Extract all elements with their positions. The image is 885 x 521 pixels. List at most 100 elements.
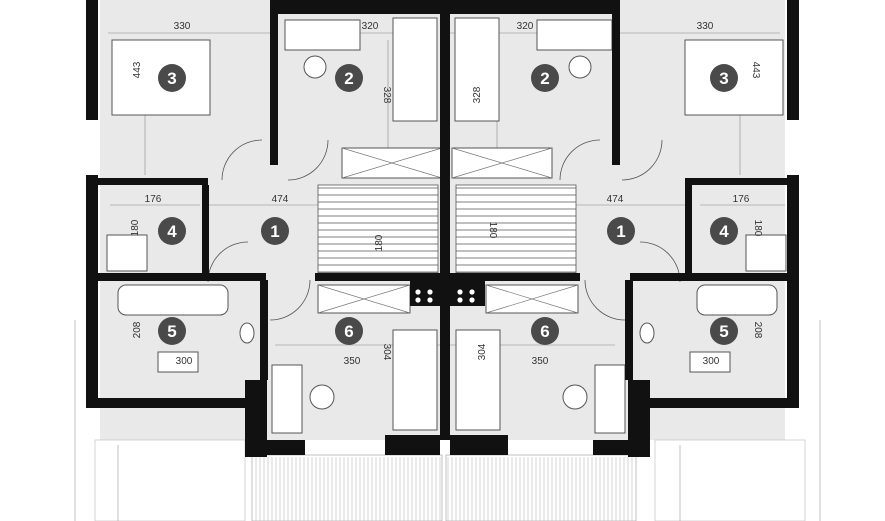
dim-width-room-6-left: 350 [344, 356, 361, 367]
dim-stair-left: 180 [374, 234, 385, 251]
wall-wc-4-right [685, 185, 692, 275]
svg-text:4: 4 [167, 222, 177, 241]
svg-text:2: 2 [540, 69, 549, 88]
dim-height-room-3-left: 443 [132, 61, 143, 78]
stair-treads [318, 187, 576, 273]
stair-left-run [317, 184, 439, 274]
bathtub-left [117, 284, 229, 316]
dim-width-room-5-right: 300 [703, 356, 720, 367]
wall-mid-left [98, 178, 208, 185]
dim-width-room-5-left: 300 [176, 356, 193, 367]
room-badge-5-left: 5 [158, 317, 186, 345]
bed-room-2-left [392, 17, 438, 122]
dim-width-room-4-right: 176 [733, 194, 750, 205]
bathtub-right [696, 284, 778, 316]
svg-text:6: 6 [540, 322, 549, 341]
wall-outer-left-mid [86, 175, 98, 405]
svg-text:5: 5 [167, 322, 176, 341]
wall-stair-bottom-right [450, 273, 580, 281]
dim-width-room-4-left: 176 [145, 194, 162, 205]
wall-stub-stair-right [450, 281, 485, 306]
dim-height-room-5-left: 208 [132, 321, 143, 338]
toilet-left [239, 322, 255, 344]
wall-top-right [450, 0, 620, 14]
room-badge-2-right: 2 [531, 64, 559, 92]
terrace-right [445, 454, 637, 521]
cooktop-left [106, 234, 148, 272]
staircases [317, 184, 577, 274]
chair-room-6-left [309, 384, 335, 410]
desk-room-2-left [284, 19, 361, 51]
dimension-labels: 330 443 320 328 320 328 330 443 474 176 … [130, 21, 763, 367]
sink-left [157, 351, 199, 373]
room-badge-6-left: 6 [335, 317, 363, 345]
wall-room-3-2-right [612, 0, 620, 165]
terrace-left [251, 454, 443, 521]
wall-party [440, 0, 450, 440]
side-paving-left [94, 439, 246, 521]
wall-outer-left-upper [86, 0, 98, 120]
room-badges: 3 2 2 3 1 4 1 4 5 6 6 5 [158, 64, 738, 345]
svg-text:2: 2 [344, 69, 353, 88]
wall-bottom-right-a [645, 398, 799, 408]
wall-room-3-2-left [270, 0, 278, 165]
chair-room-6-right [562, 384, 588, 410]
wall-bath-top-right [630, 273, 787, 281]
wall-bottom-edge-left [245, 440, 305, 455]
dim-width-room-1-right: 474 [607, 194, 624, 205]
chair-room-2-right [568, 55, 592, 79]
side-paving-right [654, 439, 806, 521]
desk-room-6-left [271, 364, 303, 434]
stair-right-run [455, 184, 577, 274]
wall-5-6-left [260, 280, 268, 380]
room-badge-5-right: 5 [710, 317, 738, 345]
svg-text:6: 6 [344, 322, 353, 341]
dim-height-room-4-left: 180 [130, 219, 141, 236]
dim-height-room-6-right: 304 [477, 343, 488, 360]
desk-room-2-right [536, 19, 613, 51]
wall-stair-bottom-left [315, 273, 440, 281]
wall-5-6-right [625, 280, 633, 380]
wall-bottom-mid-left [385, 435, 440, 455]
svg-text:1: 1 [270, 222, 279, 241]
dim-width-room-3-right: 330 [697, 21, 714, 32]
desk-room-6-right [594, 364, 626, 434]
wall-bottom-left-a [86, 398, 246, 408]
sink-right [689, 351, 731, 373]
toilet-right [639, 322, 655, 344]
wall-mid-right [685, 178, 787, 185]
room-badge-3-left: 3 [158, 64, 186, 92]
room-badge-1-right: 1 [607, 217, 635, 245]
dim-height-room-2-right: 328 [472, 86, 483, 103]
room-badge-1-left: 1 [261, 217, 289, 245]
room-badge-2-left: 2 [335, 64, 363, 92]
cooktop-right [745, 234, 787, 272]
dim-width-room-1-left: 474 [272, 194, 289, 205]
svg-text:1: 1 [616, 222, 625, 241]
wall-wc-4-left [202, 185, 209, 275]
wall-stub-stair-left [410, 281, 440, 306]
bed-room-2-right [454, 17, 500, 122]
walls [86, 0, 799, 457]
wall-bottom-mid-right [450, 435, 508, 455]
dim-width-room-2-right: 320 [517, 21, 534, 32]
room-badge-6-right: 6 [531, 317, 559, 345]
wall-bottom-right-b [628, 380, 650, 457]
dim-height-room-2-left: 328 [381, 87, 392, 104]
dim-height-room-6-left: 304 [381, 344, 392, 361]
wall-bath-top-left [98, 273, 266, 281]
wall-bottom-edge-right [593, 440, 650, 455]
dim-width-room-3-left: 330 [174, 21, 191, 32]
room-badge-4-right: 4 [710, 217, 738, 245]
svg-text:4: 4 [719, 222, 729, 241]
terrace-hatching [255, 457, 633, 521]
dim-width-room-6-right: 350 [532, 356, 549, 367]
wall-bottom-left-b [245, 380, 267, 457]
bed-room-6-right [455, 329, 501, 431]
dim-width-room-2-left: 320 [362, 21, 379, 32]
door-swings [207, 139, 681, 321]
terraces [74, 320, 821, 521]
dim-height-room-4-right: 180 [752, 220, 763, 237]
wall-outer-right-mid [787, 175, 799, 405]
